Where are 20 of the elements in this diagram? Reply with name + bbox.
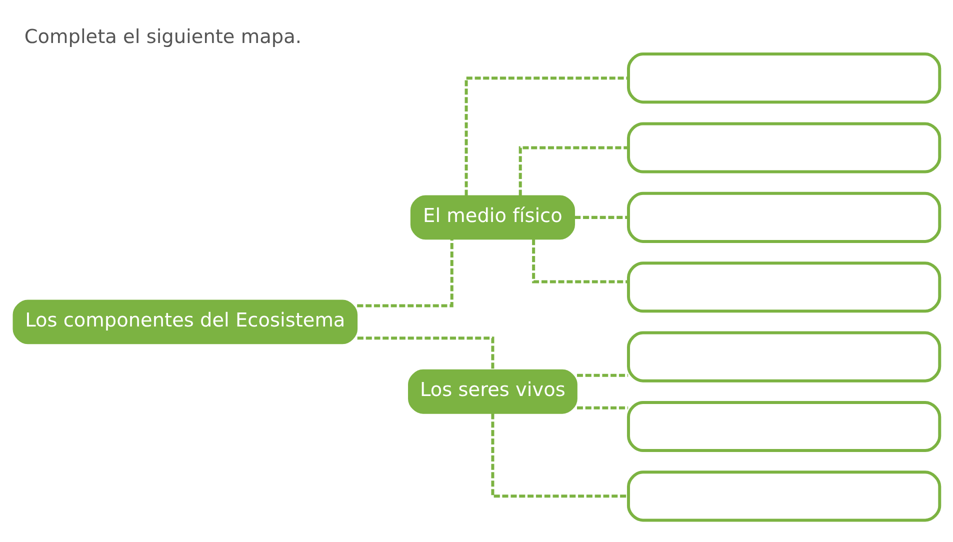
node-box: El medio físico [410, 194, 576, 240]
connector [576, 373, 628, 376]
connector [532, 238, 628, 283]
connector [576, 406, 628, 409]
connector [491, 412, 628, 498]
connector [357, 336, 494, 370]
node-box [626, 330, 942, 382]
node-box [626, 191, 942, 242]
connector [574, 215, 628, 218]
node-box [626, 400, 942, 452]
diagram-title: Completa el siguiente mapa. [24, 24, 302, 48]
node-box: Los seres vivos [408, 368, 578, 414]
connector [518, 146, 628, 196]
node-box [626, 52, 942, 104]
node-box: Los componentes del Ecosistema [12, 299, 358, 344]
node-box [626, 470, 942, 522]
node-box [626, 261, 942, 312]
node-box [626, 122, 942, 173]
connector [464, 76, 628, 196]
connector [357, 238, 454, 307]
